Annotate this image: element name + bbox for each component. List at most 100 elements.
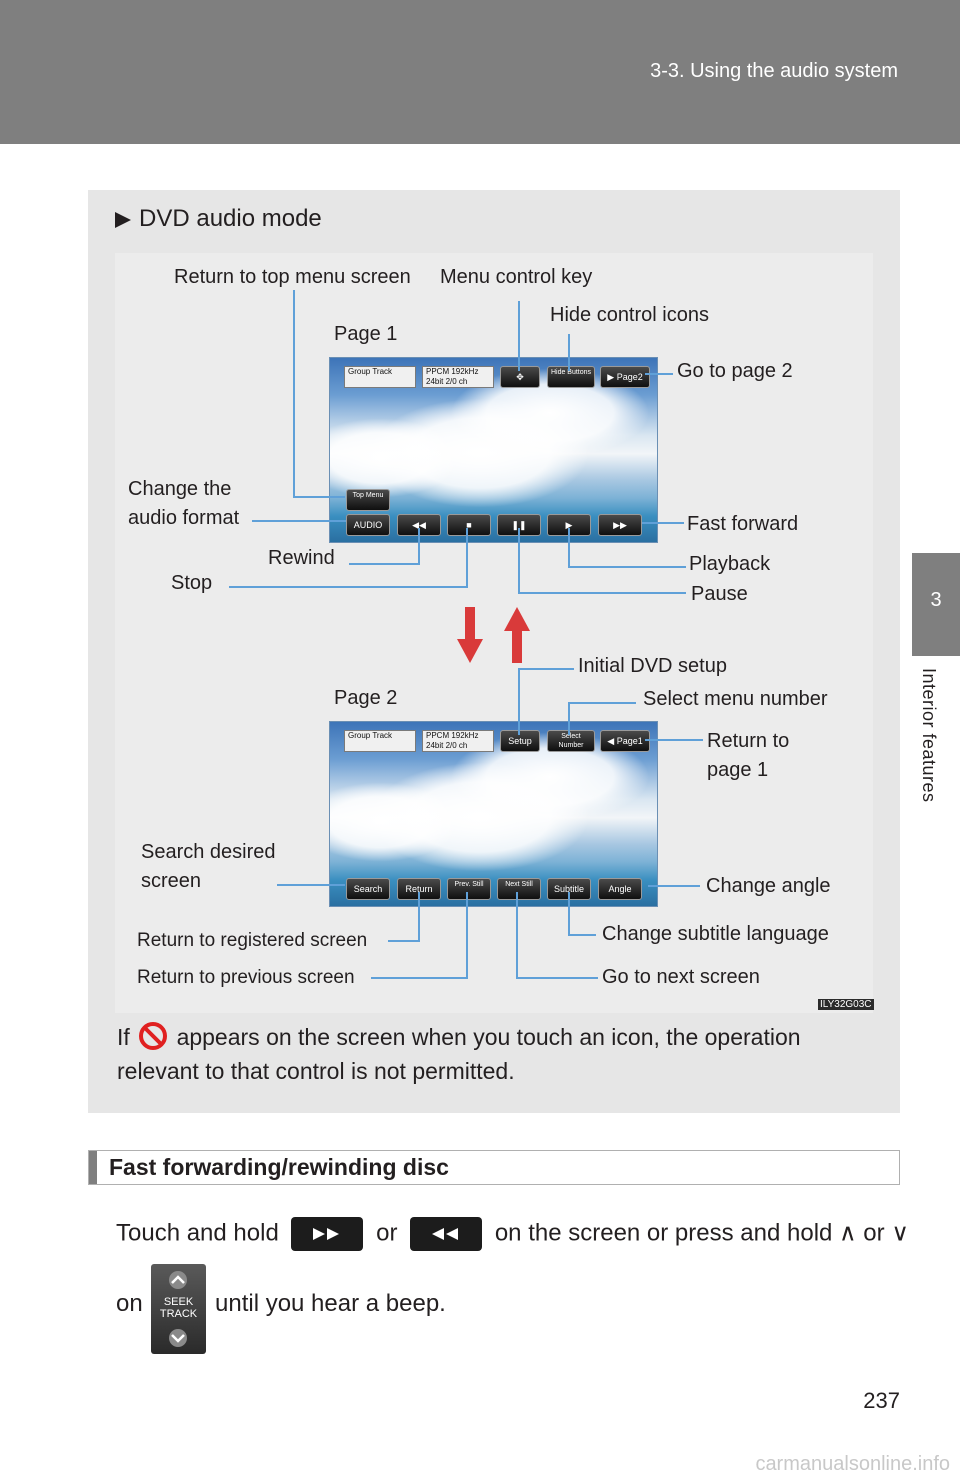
label-hide-icons: Hide control icons bbox=[550, 304, 709, 326]
leader-line bbox=[568, 702, 636, 704]
leader-line bbox=[466, 892, 468, 979]
stop-button[interactable]: ■ bbox=[447, 514, 491, 536]
screen-page-2: Group Track PPCM 192kHz 24bit 2/0 ch Set… bbox=[329, 721, 658, 907]
leader-line bbox=[516, 892, 518, 979]
pcm-display: PPCM 192kHz 24bit 2/0 ch bbox=[422, 730, 494, 752]
instruction-text: on the screen or press and hold bbox=[494, 1219, 833, 1247]
leader-line bbox=[568, 334, 570, 371]
prev-still-button[interactable]: Prev. Still bbox=[447, 878, 491, 900]
label-return-top-menu: Return to top menu screen bbox=[174, 266, 411, 288]
seek-track-label: SEEK TRACK bbox=[159, 1296, 198, 1320]
figure-code: ILY32G03C bbox=[818, 999, 874, 1010]
label-stop: Stop bbox=[171, 572, 213, 594]
top-menu-button[interactable]: Top Menu bbox=[346, 489, 390, 511]
label-return-previous: Return to previous screen bbox=[137, 967, 355, 988]
leader-line bbox=[518, 668, 520, 735]
leader-line bbox=[518, 592, 686, 594]
label-page-2: Page 2 bbox=[334, 687, 398, 709]
leader-line bbox=[418, 528, 420, 565]
page2-button-label: Page2 bbox=[616, 372, 643, 382]
triangle-bullet-icon bbox=[115, 211, 131, 228]
search-button[interactable]: Search bbox=[346, 878, 390, 900]
hide-buttons-button[interactable]: Hide Buttons bbox=[547, 366, 595, 388]
caret-up-icon: ∧ bbox=[839, 1219, 857, 1247]
page2-button[interactable]: ▶ Page2 bbox=[600, 366, 650, 388]
chapter-number: 3 bbox=[930, 589, 942, 611]
chapter-label: Interior features bbox=[919, 668, 939, 803]
label-go-next: Go to next screen bbox=[602, 966, 760, 988]
label-go-page-2: Go to page 2 bbox=[677, 360, 793, 382]
audio-format-button[interactable]: AUDIO bbox=[346, 514, 390, 536]
label-return-registered: Return to registered screen bbox=[137, 930, 368, 951]
label-change-subtitle: Change subtitle language bbox=[602, 923, 829, 945]
note-after: appears on the screen when you touch an … bbox=[117, 1024, 801, 1084]
label-playback: Playback bbox=[689, 553, 771, 575]
instruction-line-2-start: on bbox=[116, 1290, 143, 1317]
leader-line bbox=[642, 522, 684, 524]
caret-down-icon: ∨ bbox=[891, 1219, 909, 1247]
leader-line bbox=[252, 520, 346, 522]
group-track-display: Group Track bbox=[344, 730, 416, 752]
leader-line bbox=[568, 702, 570, 735]
section-heading: Fast forwarding/rewinding disc bbox=[88, 1150, 900, 1185]
menu-control-button[interactable]: ✥ bbox=[500, 366, 540, 388]
leader-line bbox=[518, 528, 520, 594]
prohibited-icon bbox=[139, 1022, 168, 1050]
leader-line bbox=[568, 892, 570, 936]
arrow-down-icon bbox=[457, 607, 483, 663]
setup-button[interactable]: Setup bbox=[500, 730, 540, 752]
leader-line bbox=[388, 940, 420, 942]
label-change-angle: Change angle bbox=[706, 875, 831, 897]
instruction-line-1: Touch and hold or on the screen or press… bbox=[116, 1217, 909, 1251]
section-title: 3-3. Using the audio system bbox=[650, 60, 898, 82]
leader-line bbox=[518, 668, 574, 670]
seek-down-icon bbox=[169, 1329, 187, 1347]
seek-up-icon bbox=[169, 1271, 187, 1289]
leader-line bbox=[645, 373, 673, 375]
group-track-display: Group Track bbox=[344, 366, 416, 388]
label-menu-control: Menu control key bbox=[440, 266, 593, 288]
arrow-up-icon bbox=[504, 607, 530, 663]
note-text: If appears on the screen when you touch … bbox=[117, 1020, 877, 1088]
seek-track-switch-icon: SEEK TRACK bbox=[151, 1264, 206, 1354]
page1-button[interactable]: ◀ Page1 bbox=[600, 730, 650, 752]
leader-line bbox=[293, 496, 345, 498]
label-fast-forward: Fast forward bbox=[687, 513, 799, 535]
instruction-text: Touch and hold bbox=[116, 1219, 279, 1247]
leader-line bbox=[518, 301, 520, 371]
label-initial-setup: Initial DVD setup bbox=[578, 655, 727, 677]
pcm-display: PPCM 192kHz 24bit 2/0 ch bbox=[422, 366, 494, 388]
select-number-button[interactable]: Select Number bbox=[547, 730, 595, 752]
page1-button-label: Page1 bbox=[616, 736, 643, 746]
watermark: carmanualsonline.info bbox=[755, 1453, 950, 1475]
fast-forward-button[interactable]: ▶▶ bbox=[598, 514, 642, 536]
leader-line bbox=[466, 528, 468, 588]
page-header: 3-3. Using the audio system bbox=[0, 0, 960, 144]
label-return-page-1: Return to page 1 bbox=[707, 730, 790, 781]
leader-line bbox=[229, 586, 468, 588]
leader-line bbox=[349, 563, 420, 565]
triangle-left-icon: ◀ bbox=[607, 736, 617, 746]
mode-heading: DVD audio mode bbox=[115, 205, 322, 233]
heading-bar bbox=[89, 1151, 97, 1184]
section-heading-text: Fast forwarding/rewinding disc bbox=[109, 1154, 449, 1180]
fast-forward-key-icon bbox=[291, 1217, 364, 1251]
triangle-right-icon: ▶ bbox=[607, 372, 617, 382]
note-before: If bbox=[117, 1024, 130, 1050]
page-number: 237 bbox=[863, 1388, 900, 1413]
next-still-button[interactable]: Next Still bbox=[497, 878, 541, 900]
label-change-format: Change the audio format bbox=[128, 478, 240, 529]
label-pause: Pause bbox=[691, 583, 748, 605]
mode-heading-text: DVD audio mode bbox=[139, 205, 322, 232]
leader-line bbox=[568, 934, 596, 936]
instruction-text: or bbox=[863, 1219, 885, 1247]
label-rewind: Rewind bbox=[268, 547, 335, 569]
label-page-1: Page 1 bbox=[334, 323, 398, 345]
leader-line bbox=[645, 739, 703, 741]
leader-line bbox=[277, 884, 345, 886]
instruction-text: or bbox=[376, 1219, 398, 1247]
leader-line bbox=[648, 885, 700, 887]
label-search: Search desired screen bbox=[141, 841, 276, 892]
leader-line bbox=[568, 566, 686, 568]
angle-button[interactable]: Angle bbox=[598, 878, 642, 900]
